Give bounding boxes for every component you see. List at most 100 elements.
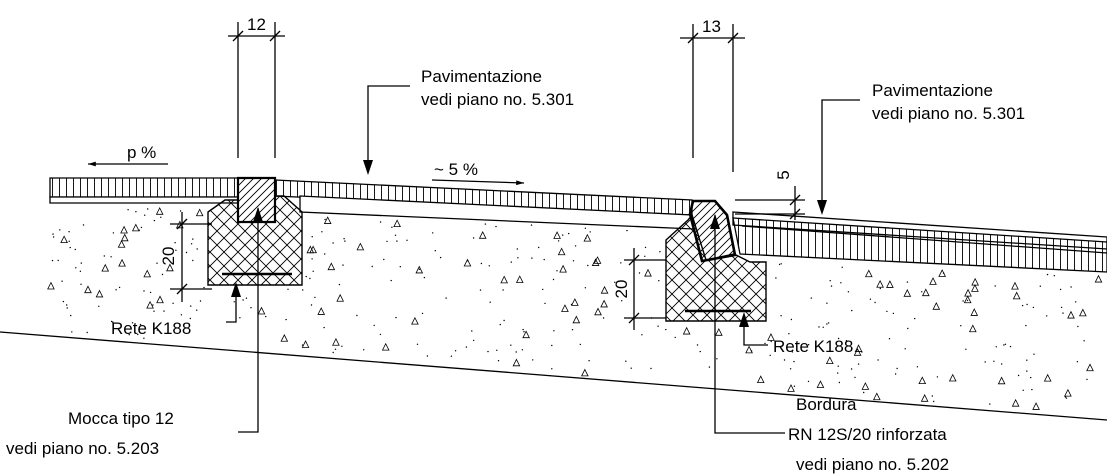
gravel-stone: [1094, 274, 1103, 283]
gravel-dot: [434, 250, 436, 252]
gravel-stone: [932, 302, 941, 310]
gravel-stone: [938, 269, 947, 277]
gravel-stone: [120, 225, 128, 234]
gravel-dot: [139, 323, 142, 326]
gravel-stone: [1032, 402, 1040, 410]
gravel-dot: [305, 275, 307, 278]
gravel-dot: [829, 280, 831, 282]
gravel-dot: [750, 350, 753, 352]
gravel-dot: [854, 376, 856, 379]
gravel-dot: [495, 225, 497, 228]
gravel-dot: [798, 342, 800, 345]
gravel-dot: [112, 232, 115, 234]
gravel-dot: [341, 345, 343, 347]
gravel-stone: [120, 233, 129, 242]
rete-right-text: Rete K188: [773, 337, 853, 356]
gravel-dot: [69, 246, 71, 249]
gravel-stone: [411, 316, 419, 325]
gravel-dot: [984, 361, 986, 363]
gravel-stone: [381, 342, 390, 351]
gravel-dot: [1032, 306, 1035, 309]
pav-center-line2: vedi piano no. 5.301: [421, 90, 574, 109]
gravel-dot: [103, 255, 106, 257]
gravel-stone: [600, 299, 608, 308]
pav-center-line1: Pavimentazione: [421, 67, 542, 86]
gravel-stone: [323, 216, 332, 224]
gravel-dot: [962, 300, 964, 302]
pavement-right-hatch: [732, 217, 1107, 273]
gravel-dot: [516, 248, 518, 250]
gravel-dot: [314, 296, 316, 299]
gravel-dot: [1022, 389, 1024, 391]
gravel-dot: [192, 238, 194, 240]
gravel-dot: [265, 315, 267, 318]
gravel-stone: [1012, 291, 1021, 300]
gravel-dot: [503, 319, 505, 322]
gravel-dot: [52, 233, 54, 235]
gravel-dot: [180, 314, 183, 316]
gravel-dot: [61, 280, 63, 282]
gravel-dot: [196, 309, 198, 311]
gravel-dot: [1017, 374, 1020, 377]
slope-middle-text: ~ 5 %: [434, 160, 478, 179]
gravel-dot: [674, 336, 676, 339]
gravel-stone: [853, 348, 862, 356]
gravel-dot: [572, 260, 575, 262]
gravel-dot: [1009, 345, 1012, 348]
gravel-stone: [60, 235, 68, 244]
gravel-dot: [1076, 361, 1079, 363]
dim-width-left-text: 12: [247, 15, 266, 34]
gravel-dot: [1075, 301, 1077, 303]
gravel-dot: [399, 266, 401, 268]
gravel-stone: [512, 358, 521, 367]
gravel-dot: [769, 354, 771, 357]
gravel-dot: [904, 348, 906, 350]
gravel-stone: [101, 263, 110, 272]
gravel-stone: [336, 293, 345, 302]
gravel-stone: [971, 284, 979, 292]
gravel-dot: [199, 300, 202, 302]
gravel-dot: [379, 221, 382, 223]
gravel-dot: [1004, 343, 1007, 345]
gravel-dot: [391, 226, 393, 228]
gravel-dot: [75, 267, 77, 269]
gravel-dot: [160, 216, 162, 218]
gravel-dot: [699, 350, 701, 353]
gravel-dot: [896, 367, 898, 370]
gravel-dot: [489, 301, 491, 303]
gravel-dot: [51, 259, 54, 262]
leader-bordura: Bordura RN 12S/20 rinforzata vedi piano …: [710, 214, 949, 474]
gravel-dot: [543, 258, 545, 261]
gravel-stone: [1079, 308, 1087, 317]
gravel-dot: [553, 330, 555, 332]
gravel-dot: [620, 262, 622, 264]
gravel-stone: [714, 328, 723, 336]
gravel-stone: [117, 239, 126, 248]
gravel-dot: [579, 343, 581, 346]
gravel-dot: [74, 248, 77, 251]
gravel-dot: [857, 363, 860, 365]
gravel-dot: [497, 360, 500, 362]
gravel-dot: [568, 232, 570, 235]
gravel-dot: [657, 325, 659, 327]
gravel-stone: [356, 242, 365, 251]
gravel-dot: [68, 231, 70, 233]
gravel-dot: [775, 277, 777, 279]
gravel-dot: [1030, 376, 1032, 379]
gravel-dot: [1025, 324, 1027, 327]
gravel-stone: [557, 247, 566, 256]
gravel-stone: [393, 219, 401, 228]
gravel-stone: [593, 256, 602, 264]
gravel-dot: [192, 259, 194, 262]
gravel-dot: [793, 385, 796, 387]
gravel-dot: [1026, 303, 1028, 306]
gravel-dot: [309, 277, 311, 280]
gravel-dot: [287, 288, 289, 290]
gravel-dot: [531, 257, 533, 259]
gravel-dot: [52, 236, 55, 238]
gravel-dot: [826, 302, 828, 304]
gravel-dot: [143, 337, 145, 339]
gravel-dot: [250, 307, 252, 309]
leader-rete-right: Rete K188: [739, 312, 853, 356]
gravel-dot: [465, 346, 468, 348]
